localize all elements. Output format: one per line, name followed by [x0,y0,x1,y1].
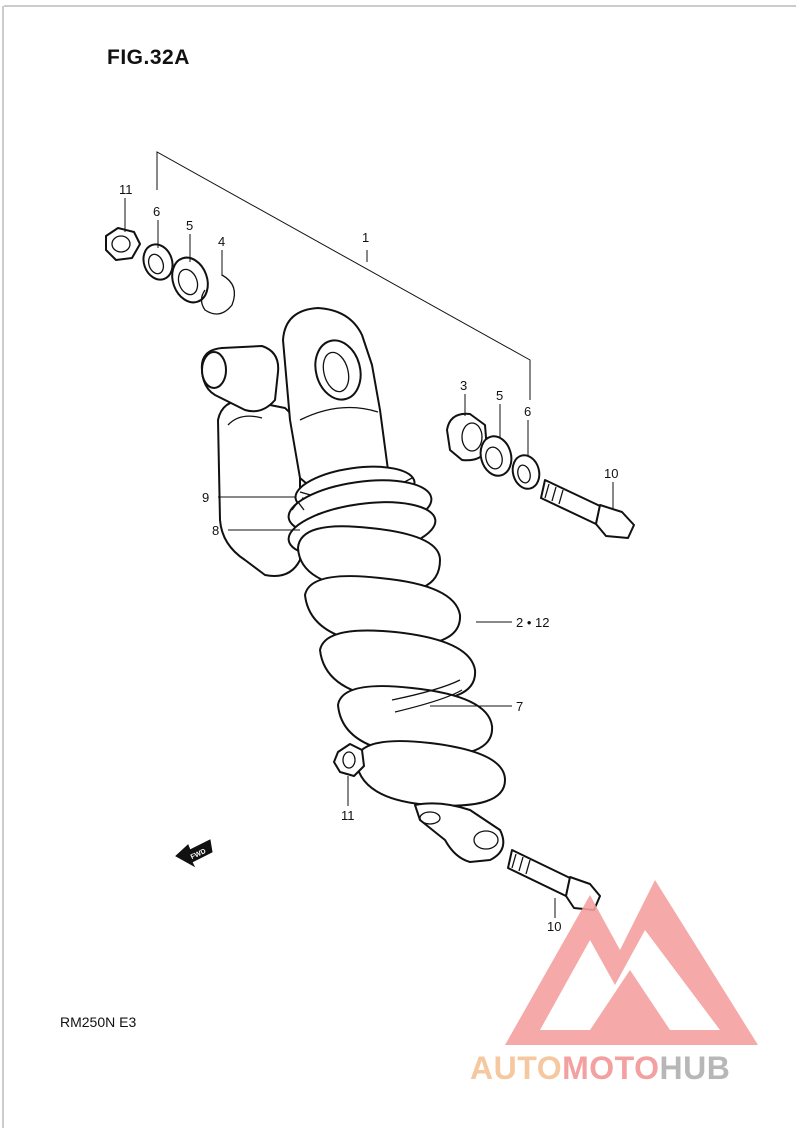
lower-nut [333,743,365,777]
watermark-auto: AUTO [470,1050,563,1086]
callout-6-left: 6 [153,204,160,219]
callout-11-top: 11 [119,182,133,197]
assembly-bracket [156,151,531,400]
watermark-text: AUTOMOTOHUB [470,1050,730,1087]
reservoir [200,345,301,577]
callout-9: 9 [202,490,209,505]
callout-1: 1 [362,230,369,245]
callout-6-right: 6 [524,404,531,419]
watermark-moto: MOTO [562,1050,660,1086]
upper-bolt [540,479,635,539]
fwd-arrow-icon: FWD [175,839,213,868]
watermark-logo-icon [505,880,758,1045]
callout-5-right: 5 [496,388,503,403]
lower-mount [414,802,505,863]
callout-3: 3 [460,378,467,393]
figure-title: FIG.32A [107,46,190,69]
watermark-hub: HUB [659,1050,731,1086]
coil-spring [297,525,506,807]
callout-11-bottom: 11 [341,808,355,823]
upper-right-hardware [446,412,541,490]
callout-10-bottom: 10 [547,919,561,934]
callout-4: 4 [218,234,225,249]
leader-lines [124,198,614,918]
callout-5-left: 5 [186,218,193,233]
model-code: RM250N E3 [60,1014,137,1030]
callout-8: 8 [212,523,219,538]
upper-left-hardware [105,227,236,315]
callout-10-top: 10 [604,466,618,481]
lower-bolt [507,849,601,911]
callout-7: 7 [516,699,523,714]
callout-labels: 11 6 5 4 1 3 5 6 10 9 8 2 • 12 7 11 10 [119,182,618,934]
callout-2-12: 2 • 12 [516,615,549,630]
